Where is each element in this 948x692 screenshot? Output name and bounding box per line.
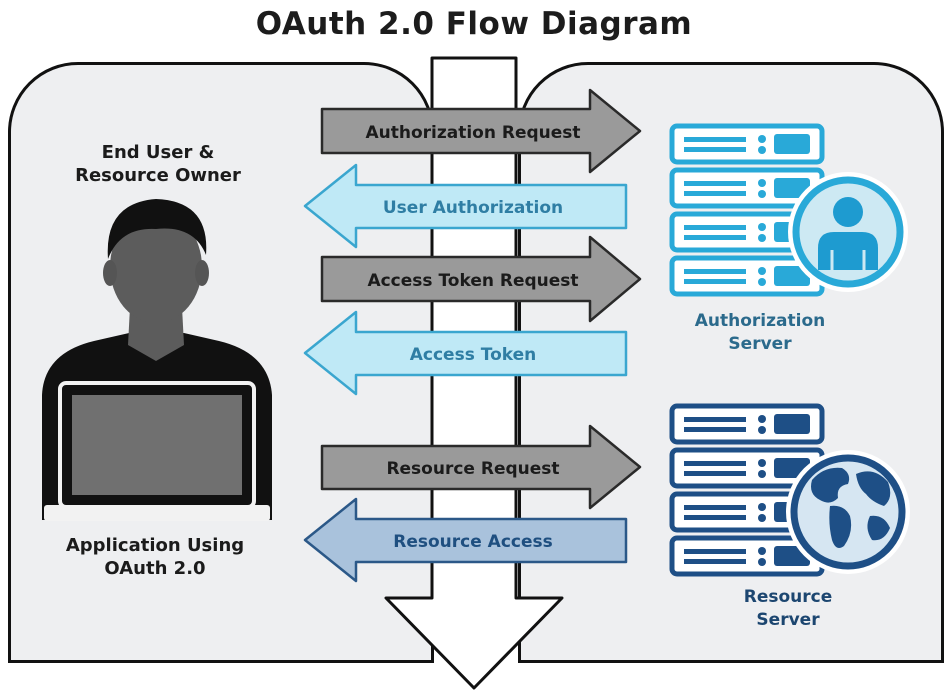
arrow-authorization-request: Authorization Request [320, 88, 642, 174]
auth-server-label: Authorization Server [680, 310, 840, 356]
arrow-access-token-request-label: Access Token Request [367, 271, 578, 291]
auth-server-label-line1: Authorization [694, 311, 826, 331]
app-label-line1: Application Using [65, 535, 245, 556]
auth-server-label-line2: Server [728, 334, 792, 354]
arrow-authorization-request-label: Authorization Request [365, 123, 580, 143]
arrow-user-authorization: User Authorization [303, 163, 628, 249]
person-with-laptop-icon [42, 199, 272, 521]
arrow-resource-access-label: Resource Access [393, 532, 553, 552]
resource-server-label: Resource Server [708, 586, 868, 632]
diagram-title: OAuth 2.0 Flow Diagram [255, 6, 693, 42]
user-label-line1: End User & [101, 142, 215, 163]
app-label: Application Using OAuth 2.0 [40, 534, 270, 580]
resource-server-label-line1: Resource [743, 587, 833, 607]
user-label: End User & Resource Owner [58, 141, 258, 187]
arrow-access-token-label: Access Token [410, 345, 537, 365]
server-with-globe-icon [669, 403, 910, 577]
resource-server-label-line2: Server [756, 610, 820, 630]
arrow-resource-request-label: Resource Request [386, 459, 559, 479]
user-label-line2: Resource Owner [75, 165, 241, 186]
arrow-access-token: Access Token [303, 310, 628, 396]
arrow-resource-access: Resource Access [303, 497, 628, 583]
arrow-user-authorization-label: User Authorization [383, 198, 563, 218]
app-label-line2: OAuth 2.0 [104, 558, 206, 579]
arrow-resource-request: Resource Request [320, 424, 642, 510]
server-with-user-icon [669, 123, 908, 297]
arrow-access-token-request: Access Token Request [320, 235, 642, 323]
